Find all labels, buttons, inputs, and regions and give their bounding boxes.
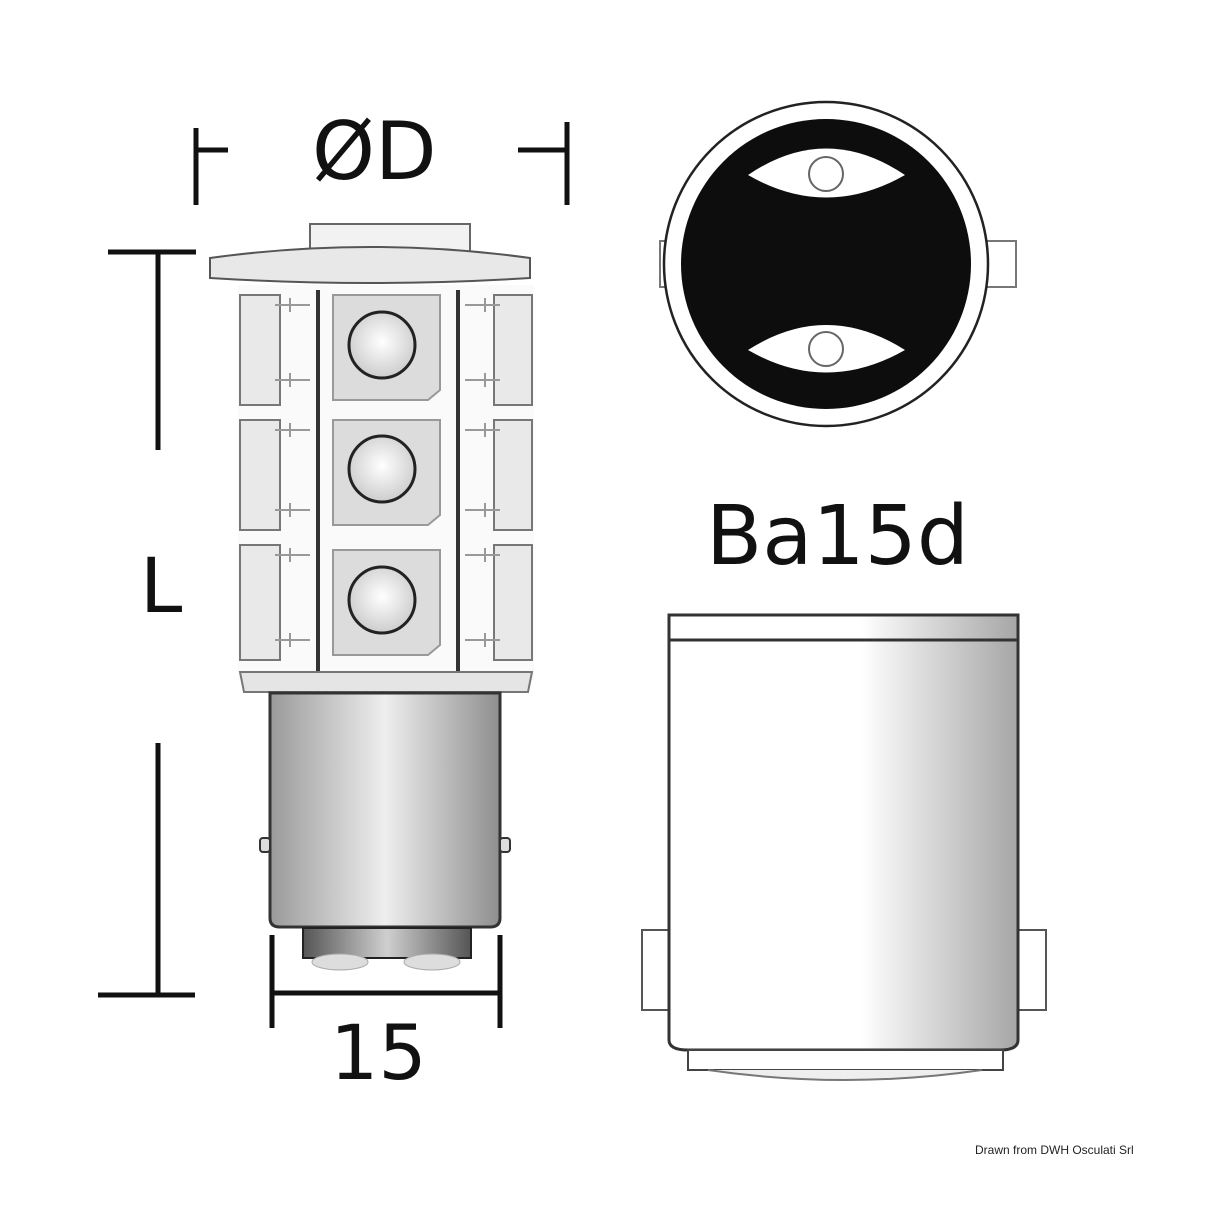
led-2 [347, 434, 417, 504]
socket-type-label: Ba15d [706, 489, 969, 584]
base-side-view [641, 613, 1047, 1081]
diameter-label: ØD [312, 105, 437, 198]
length-label: L [140, 541, 183, 630]
dimension-diameter [193, 122, 570, 205]
base-top-view [659, 100, 1017, 428]
led-1 [347, 310, 417, 380]
led-3 [347, 565, 417, 635]
base-width-label: 15 [330, 1008, 427, 1097]
dimension-length [98, 249, 196, 998]
dimension-base-width [269, 935, 503, 1028]
credit-text: Drawn from DWH Osculati Srl [975, 1143, 1134, 1157]
led-bulb-side-view [209, 223, 534, 971]
